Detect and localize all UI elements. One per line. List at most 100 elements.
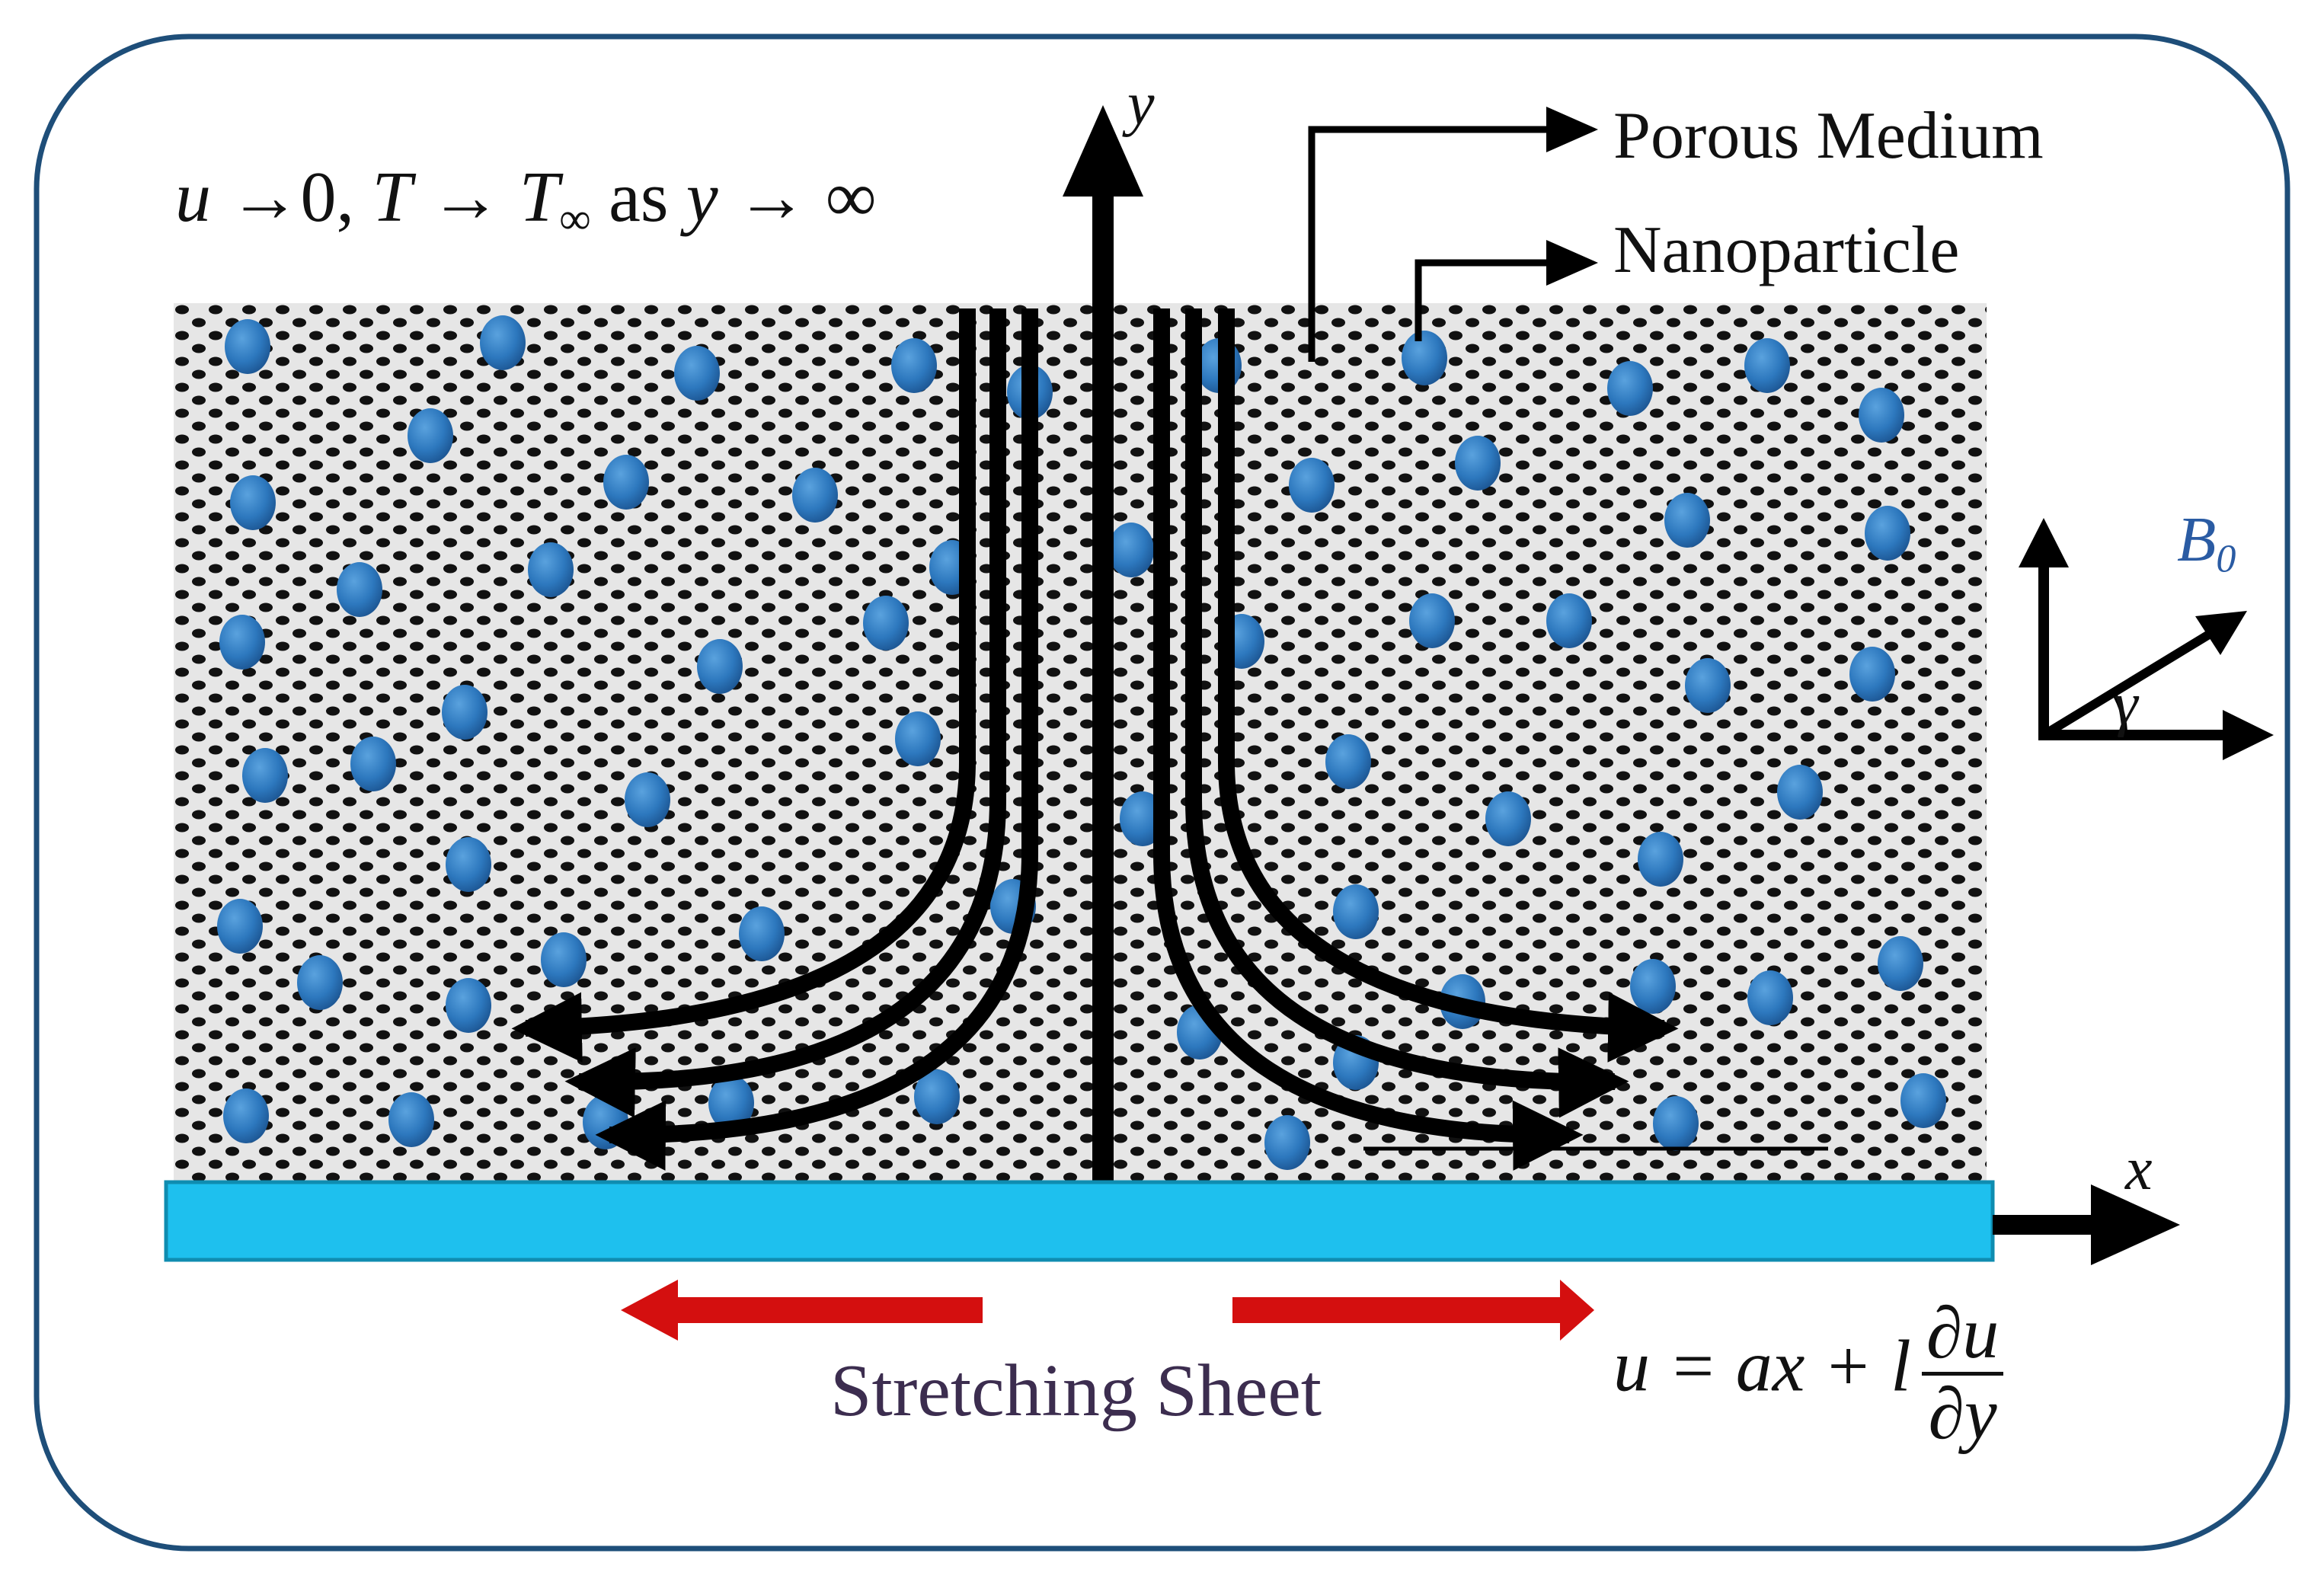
porous-leader: [1308, 126, 1562, 362]
nanoparticle: [625, 772, 670, 827]
nanoparticle: [1777, 765, 1823, 820]
nanoparticle: [1409, 593, 1455, 648]
far-field-u: u: [175, 158, 211, 237]
far-field-as: as: [609, 158, 669, 237]
x-axis-label: x: [2125, 1136, 2153, 1203]
nanoparticle: [697, 639, 743, 694]
porous-medium-label: Porous Medium: [1613, 99, 2044, 173]
nanoparticle: [1546, 593, 1592, 648]
x-axis-arrowhead: [2091, 1184, 2180, 1265]
nanoparticle: [1878, 936, 1923, 991]
far-field-inf-sub: ∞: [559, 193, 591, 244]
arrow-left-icon: [621, 1280, 678, 1341]
partial-derivative-fraction: ∂u∂y: [1921, 1294, 2004, 1454]
boundary-condition-lhs: u = ax + l: [1613, 1325, 1911, 1407]
nanoparticle: [1630, 959, 1676, 1014]
nanoparticle: [217, 899, 263, 954]
nano-leader-arrowhead: [1546, 240, 1598, 286]
porous-leader-arrowhead: [1546, 107, 1598, 152]
nanoparticle: [442, 685, 487, 740]
label-leaders: [1308, 126, 1562, 362]
far-field-arrow: →: [430, 158, 502, 237]
porous-medium: [174, 303, 1987, 1183]
nanoparticle: [297, 955, 343, 1010]
streamline-left-inner: [595, 308, 1038, 1171]
nanoparticle: [446, 837, 491, 892]
nanoparticle: [891, 338, 937, 393]
nanoparticle: [408, 408, 453, 463]
magnetic-field-sub: 0: [2216, 537, 2236, 581]
nanoparticle: [1859, 388, 1904, 443]
nanoparticle: [1455, 436, 1501, 491]
nanoparticle: [1402, 331, 1447, 385]
streamline-right-middle: [1185, 308, 1629, 1118]
streamline-left-middle: [564, 308, 1006, 1118]
streamline-left-outer: [511, 308, 976, 1063]
fraction-denominator: ∂y: [1928, 1372, 1997, 1454]
nanoparticle: [914, 1069, 960, 1124]
nanoparticle: [242, 748, 288, 803]
far-field-to-zero: →0,: [229, 158, 355, 237]
nanoparticle: [895, 711, 941, 766]
nanoparticle: [337, 562, 382, 617]
y-axis-arrowhead: [1063, 105, 1143, 197]
nanoparticle: [708, 1076, 754, 1130]
nanoparticle: [528, 542, 574, 597]
streamlines: [511, 308, 1679, 1171]
nanoparticle: [1653, 1096, 1699, 1151]
stretch-arrows: [621, 1280, 1594, 1341]
far-field-condition: u →0, T → T∞ as y → ∞: [175, 156, 877, 244]
nanoparticle: [1289, 458, 1335, 513]
far-field-T-inf: T: [519, 158, 560, 237]
nanoparticle: [1333, 884, 1379, 939]
nanoparticle: [230, 475, 276, 530]
nanoparticle: [739, 906, 785, 961]
nanoparticle: [219, 615, 265, 670]
nanoparticle: [541, 932, 587, 987]
nanoparticle: [1747, 970, 1793, 1025]
nanoparticle: [1865, 506, 1910, 561]
nanoparticle: [1685, 658, 1731, 713]
angle-label: γ: [2114, 671, 2138, 738]
streamline-right-outer: [1218, 308, 1679, 1063]
nanoparticle-group: [217, 315, 1946, 1170]
field-axes-icon: [2019, 518, 2274, 760]
nanoparticle: [1900, 1073, 1946, 1128]
nanoparticle: [1664, 493, 1710, 548]
far-field-y: y: [686, 158, 718, 237]
nanoparticle: [446, 978, 491, 1033]
nanoparticle-label: Nanoparticle: [1613, 213, 1960, 287]
nanoparticle: [223, 1088, 269, 1143]
nanoparticle: [350, 737, 396, 791]
magnetic-field-symbol: B: [2177, 504, 2217, 575]
far-field-to-inf: → ∞: [736, 158, 877, 237]
nanoparticle: [1108, 523, 1154, 577]
nanoparticle: [1485, 791, 1531, 846]
streamline-right-inner: [1153, 308, 1584, 1171]
stretch-right-shaft: [1232, 1297, 1568, 1323]
nanoparticle: [1264, 1115, 1310, 1170]
nanoparticle: [480, 315, 526, 370]
arrow-right-icon: [1560, 1280, 1594, 1341]
far-field-T: T: [372, 158, 412, 237]
nanoparticle: [863, 596, 909, 650]
magnetic-field-label: B0: [2177, 503, 2236, 582]
boundary-condition-equation: u = ax + l∂u∂y: [1613, 1294, 2004, 1454]
nanoparticle: [388, 1092, 434, 1147]
stretch-left-shaft: [670, 1297, 983, 1323]
nanoparticle: [792, 468, 838, 523]
nanoparticle: [603, 455, 649, 510]
nanoparticle: [674, 346, 720, 401]
fraction-numerator: ∂u: [1921, 1294, 2004, 1376]
stretching-sheet: [164, 1180, 1995, 1262]
nano-leader: [1415, 259, 1562, 341]
nanoparticle: [1325, 734, 1371, 789]
nanoparticle: [1849, 647, 1895, 702]
nanoparticle: [1638, 832, 1683, 887]
stretching-sheet-label: Stretching Sheet: [830, 1350, 1322, 1432]
nanoparticle: [1744, 338, 1790, 393]
nanoparticle: [1607, 361, 1653, 416]
y-axis-label: y: [1127, 71, 1155, 138]
nanoparticle: [225, 319, 270, 374]
